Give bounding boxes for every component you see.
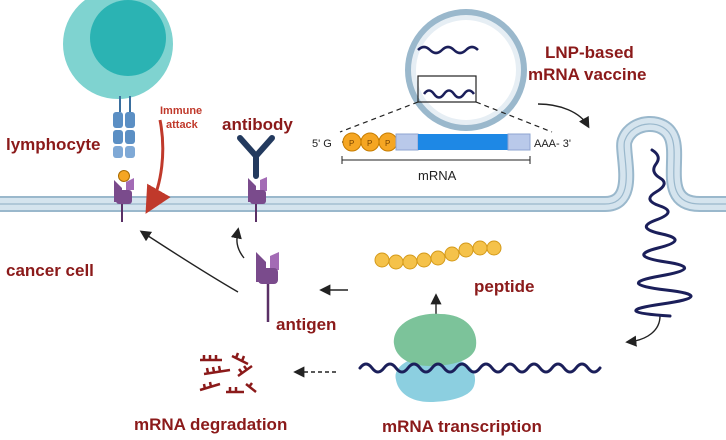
arrow-strand-to-ribosome [625,315,661,347]
peptide-label: peptide [474,277,534,296]
ribosome [393,313,477,402]
three-prime-label: AAA- 3' [534,138,571,150]
lymphocyte-label: lymphocyte [6,135,100,154]
lnp-title-line1: LNP-based [545,43,634,62]
mrna-degradation-label: mRNA degradation [134,415,287,434]
zoom-line-left [339,101,419,133]
antibody-icon [237,135,275,179]
immune-attack-line1: Immune [160,105,202,117]
mrna-strand-ribosome [358,362,602,374]
cap-p-1: P [349,139,354,148]
lnp-title-line2: mRNA vaccine [528,65,646,84]
mhc-antigen-left [114,178,134,222]
mrna-strand-endosome [634,148,693,318]
mrna-construct [341,132,531,164]
antigen-icon [256,252,279,322]
arrow-lnp-to-cell [537,103,590,129]
peptide-chain [374,240,502,270]
immune-attack-arrow [145,119,171,214]
mrna-fragments [199,352,257,394]
antigen-label: antigen [276,315,336,334]
cell-membrane [0,116,726,212]
lymphocyte-cell [63,0,173,99]
arrow-antigen-to-antibody [230,227,245,259]
t-cell-receptor [113,96,135,182]
mrna-label: mRNA [418,168,457,183]
lnp-vesicle [405,9,527,131]
cap-p-3: P [385,139,390,148]
antibody-label: antibody [222,115,293,134]
cancer-cell-label: cancer cell [6,261,94,280]
zoom-line-right [475,101,553,133]
antigen-membrane-right [248,177,267,222]
cap-p-2: P [367,139,372,148]
mrna-transcription-label: mRNA transcription [382,417,542,436]
immune-attack-line2: attack [166,119,199,131]
arrow-antigen-to-cancer [139,230,239,293]
five-prime-label: 5' G [312,138,332,150]
